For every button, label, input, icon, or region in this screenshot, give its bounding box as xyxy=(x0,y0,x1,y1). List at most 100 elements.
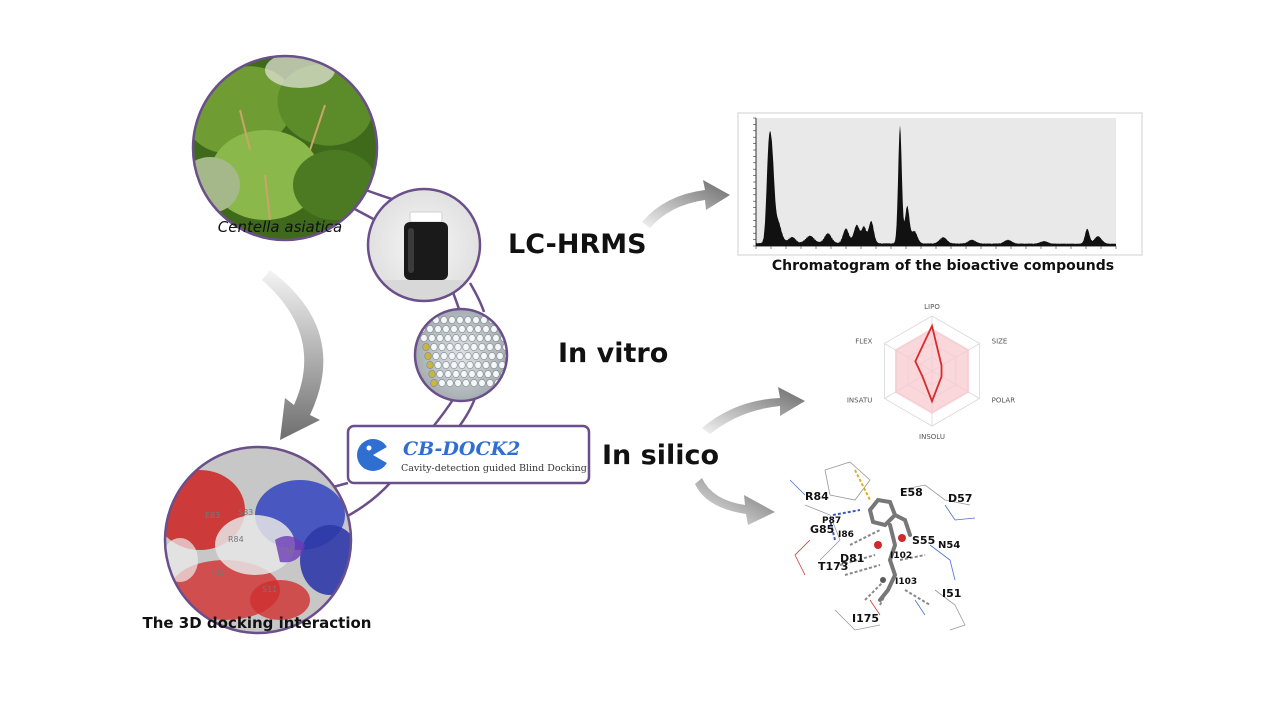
well xyxy=(456,316,464,324)
radar-axis-label: SIZE xyxy=(992,338,1008,346)
well xyxy=(511,343,518,350)
well xyxy=(466,361,474,369)
residue-label: R84 xyxy=(805,490,829,503)
well xyxy=(450,325,458,333)
well xyxy=(482,361,490,369)
well xyxy=(440,352,448,360)
residue-label: I86 xyxy=(838,530,854,540)
cb-dock2-title: CB-DOCK2 xyxy=(403,438,520,460)
radar-axis-label: POLAR xyxy=(992,397,1016,405)
arrow-to-radar xyxy=(702,387,805,434)
residue-label: I175 xyxy=(852,612,879,625)
residue-label: N54 xyxy=(938,540,960,551)
well xyxy=(484,370,492,378)
well xyxy=(509,334,516,341)
well xyxy=(494,343,502,351)
svg-text:S83: S83 xyxy=(238,508,253,517)
radar-axis-label: FLEX xyxy=(855,338,872,346)
well xyxy=(509,370,516,377)
well xyxy=(450,361,458,369)
well xyxy=(428,334,436,342)
chromatogram-ticks xyxy=(753,117,1117,249)
well xyxy=(492,334,500,342)
well xyxy=(486,343,494,351)
well xyxy=(448,352,456,360)
residue-label: I51 xyxy=(942,587,961,600)
arrow-plant-to-docking xyxy=(262,270,324,440)
well xyxy=(446,379,454,387)
well xyxy=(430,379,438,387)
well xyxy=(438,379,446,387)
well xyxy=(426,361,434,369)
residue-label: G85 xyxy=(810,523,834,536)
cb-dock2-subtitle: Cavity-detection guided Blind Docking xyxy=(401,463,587,474)
well xyxy=(484,334,492,342)
residue-label: S55 xyxy=(912,534,935,547)
well xyxy=(434,325,442,333)
well xyxy=(416,316,424,324)
well xyxy=(474,361,482,369)
centella-asiatica-photo xyxy=(191,54,379,242)
well xyxy=(430,343,438,351)
well xyxy=(460,334,468,342)
well xyxy=(470,343,478,351)
svg-text:R84: R84 xyxy=(228,535,244,544)
well xyxy=(511,379,518,386)
well xyxy=(452,334,460,342)
svg-text:I40: I40 xyxy=(282,546,295,555)
plant-caption: Centella asiatica xyxy=(218,218,342,236)
well xyxy=(458,361,466,369)
well xyxy=(462,379,470,387)
well xyxy=(496,352,504,360)
arrow-to-interaction xyxy=(695,478,775,525)
well xyxy=(490,361,498,369)
well xyxy=(504,316,507,324)
well xyxy=(476,370,484,378)
well xyxy=(486,379,494,387)
well xyxy=(436,370,444,378)
residue-label: P87 xyxy=(822,516,841,526)
radar-optimal-zone xyxy=(894,328,970,414)
well xyxy=(474,325,482,333)
well xyxy=(454,379,462,387)
well xyxy=(472,352,480,360)
well xyxy=(506,361,507,369)
well xyxy=(422,343,430,351)
radar-axis-label: LIPO xyxy=(924,303,940,311)
well xyxy=(442,361,450,369)
well xyxy=(462,343,470,351)
well xyxy=(448,316,456,324)
well xyxy=(468,370,476,378)
docking-caption: The 3D docking interaction xyxy=(143,614,372,632)
well xyxy=(456,352,464,360)
well xyxy=(464,352,472,360)
well xyxy=(490,325,498,333)
well xyxy=(482,325,490,333)
residue-label: I103 xyxy=(895,577,917,587)
stage-label-lchrms: LC-HRMS xyxy=(508,229,647,260)
radar-compound-profile xyxy=(914,323,943,404)
well xyxy=(466,325,474,333)
cb-dock2-logo: CB-DOCK2 Cavity-detection guided Blind D… xyxy=(346,424,591,485)
arrow-to-chromatogram xyxy=(642,180,730,228)
well xyxy=(458,325,466,333)
residue-label: E58 xyxy=(900,486,923,499)
extract-bottle-photo xyxy=(366,187,482,303)
well xyxy=(464,316,472,324)
well xyxy=(492,370,500,378)
well xyxy=(480,352,488,360)
well xyxy=(440,316,448,324)
radar-axis-label: INSATU xyxy=(847,397,873,405)
well xyxy=(434,361,442,369)
svg-text:I81: I81 xyxy=(212,568,225,577)
well xyxy=(452,370,460,378)
docking-surface-image: E83 S83 R84 I81 I40 S11 xyxy=(163,445,353,635)
chromatogram-chart xyxy=(737,112,1143,256)
well xyxy=(432,352,440,360)
well xyxy=(442,325,450,333)
residue-label: T173 xyxy=(818,560,848,573)
well xyxy=(426,325,434,333)
well xyxy=(460,370,468,378)
well xyxy=(446,343,454,351)
